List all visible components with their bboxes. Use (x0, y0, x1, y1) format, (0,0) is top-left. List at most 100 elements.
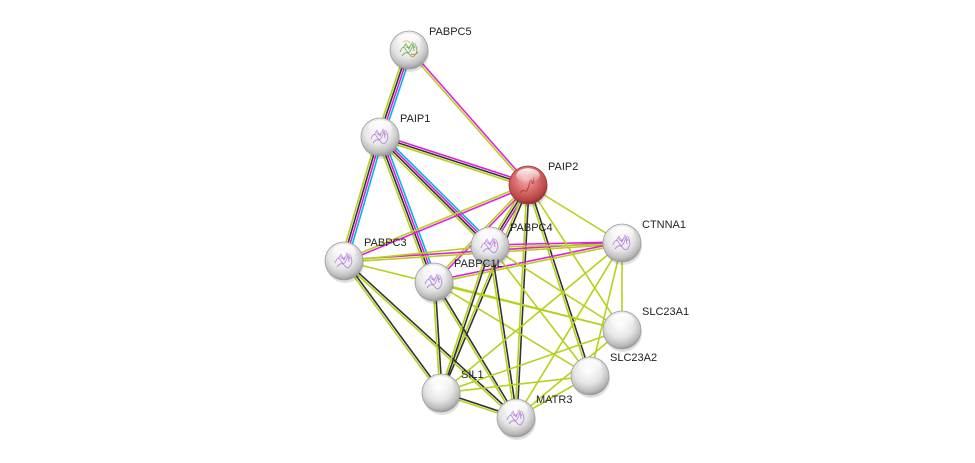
edge-line-coexpression (344, 259, 518, 418)
edge-pabpc4-ctnna1[interactable] (489, 241, 623, 248)
node-slc23a1[interactable]: SLC23A1 (602, 306, 689, 352)
node-label: PABPC1L (454, 258, 503, 270)
edge-line-textmining (433, 281, 591, 377)
edge-line-coexpression (378, 137, 490, 248)
node-sil1[interactable]: SIL1 (421, 369, 484, 415)
edge-line-textmining (440, 242, 623, 394)
edge-paip1-pabpc3[interactable] (340, 135, 384, 263)
edges-layer (340, 48, 623, 420)
node-highlight (332, 244, 356, 259)
edge-ctnna1-sil1[interactable] (440, 242, 623, 394)
edge-line-textmining (342, 261, 441, 395)
node-label: PABPC5 (429, 26, 472, 38)
edge-line-textmining (376, 137, 432, 284)
edge-paip1-paip2[interactable] (379, 134, 529, 188)
node-paip1[interactable]: PAIP1 (360, 113, 430, 159)
node-slc23a2[interactable]: SLC23A2 (570, 352, 657, 398)
node-highlight (429, 376, 453, 391)
node-highlight (578, 359, 602, 374)
edge-paip1-pabpc4[interactable] (377, 134, 493, 249)
edge-pabpc3-sil1[interactable] (342, 259, 443, 395)
node-highlight (504, 401, 528, 416)
node-pabpc5[interactable]: PABPC5 (389, 26, 472, 72)
edge-ctnna1-slc23a2[interactable] (589, 242, 623, 377)
edge-pabpc4-slc23a1[interactable] (489, 245, 623, 331)
edge-slc23a2-sil1[interactable] (440, 375, 591, 394)
node-label: SLC23A2 (610, 352, 657, 364)
edge-line-textmining (490, 243, 623, 248)
protein-structure-icon (519, 176, 535, 194)
edge-line-experimental (344, 185, 529, 263)
edge-slc23a1-sil1[interactable] (440, 329, 623, 394)
edge-line-experimental (433, 241, 622, 282)
edge-pabpc4-matr3[interactable] (488, 245, 518, 419)
node-label: SIL1 (461, 369, 484, 381)
edge-line-textmining (342, 261, 516, 420)
edge-line-textmining (439, 245, 490, 393)
edge-line-textmining (343, 245, 491, 262)
node-pabpc3[interactable]: PABPC3 (324, 237, 407, 283)
edge-paip2-pabpc3[interactable] (343, 183, 529, 263)
edge-pabpc1l-slc23a1[interactable] (433, 281, 623, 331)
edge-pabpc3-matr3[interactable] (342, 259, 518, 420)
edge-line-textmining (440, 329, 623, 394)
edge-line-coexpression (379, 136, 529, 186)
edge-line-textmining (377, 138, 489, 249)
edge-line-coexpression (344, 259, 443, 393)
edge-line-textmining (379, 138, 528, 188)
edge-line-textmining (433, 281, 623, 331)
node-highlight (478, 229, 502, 244)
edge-line-textmining (489, 245, 623, 331)
node-label: PABPC3 (364, 237, 407, 249)
edge-pabpc1l-slc23a2[interactable] (433, 281, 591, 377)
node-label: MATR3 (536, 394, 572, 406)
node-pabpc4[interactable]: PABPC4 (470, 222, 553, 268)
edge-line-experimental (344, 137, 382, 262)
edge-line-experimental (380, 135, 492, 246)
node-highlight (610, 313, 634, 328)
edge-pabpc5-paip2[interactable] (407, 48, 530, 187)
edge-paip2-slc23a1[interactable] (527, 184, 623, 331)
edge-pabpc4-sil1[interactable] (439, 245, 492, 394)
edge-line-textmining (407, 50, 528, 187)
node-label: PABPC4 (510, 222, 553, 234)
edge-pabpc3-pabpc4[interactable] (343, 245, 491, 262)
node-highlight (397, 33, 421, 48)
protein-structure-icon (399, 40, 418, 58)
node-matr3[interactable]: MATR3 (496, 394, 572, 440)
edge-line-coexpression (441, 185, 530, 394)
node-highlight (422, 265, 446, 280)
edge-line-textmining (488, 246, 516, 419)
protein-structure-icon (424, 272, 443, 290)
edge-line-experimental (380, 134, 529, 184)
edge-line-textmining (340, 135, 378, 261)
edge-pabpc1l-ctnna1[interactable] (433, 241, 623, 284)
node-highlight (516, 168, 540, 183)
node-highlight (610, 226, 634, 241)
node-label: SLC23A1 (642, 306, 689, 318)
edge-line-textmining (515, 242, 623, 419)
edge-line-textmining (527, 184, 623, 331)
edge-line-coexpression (434, 281, 518, 418)
edge-paip2-matr3[interactable] (514, 184, 530, 419)
edge-line-coexpression (516, 185, 530, 419)
edge-line-experimental (489, 241, 622, 246)
edge-line-coexpression (378, 137, 434, 283)
node-label: CTNNA1 (642, 219, 686, 231)
edge-line-coexpression (342, 136, 380, 261)
edge-line-database (346, 137, 384, 263)
edge-pabpc1l-matr3[interactable] (432, 281, 518, 419)
edge-ctnna1-matr3[interactable] (515, 242, 623, 419)
edge-slc23a1-matr3[interactable] (515, 329, 623, 419)
edge-line-textmining (589, 242, 623, 377)
edge-line-coexpression (528, 184, 592, 376)
edge-line-coexpression (490, 245, 518, 418)
edge-line-textmining (432, 282, 516, 419)
node-pabpc1l[interactable]: PABPC1L (414, 258, 503, 304)
node-ctnna1[interactable]: CTNNA1 (602, 219, 686, 265)
edge-line-textmining (434, 243, 623, 284)
edge-line-textmining (514, 184, 528, 418)
node-paip2[interactable]: PAIP2 (508, 161, 578, 207)
